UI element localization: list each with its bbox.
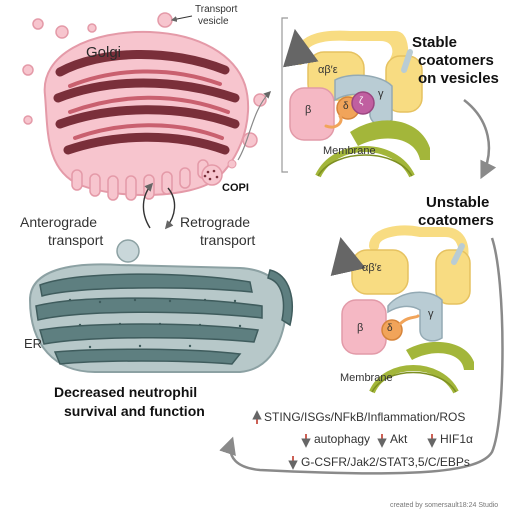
membrane-label-top: Membrane xyxy=(323,145,376,157)
unstable-coatomer-complex xyxy=(330,225,474,394)
outcome-label-line1: Decreased neutrophil xyxy=(54,384,198,400)
effect-autophagy: autophagy xyxy=(314,432,371,446)
anterograde-label-line2: transport xyxy=(48,232,104,248)
retrograde-label-line1: Retrograde xyxy=(180,214,251,230)
anterograde-label-line1: Anterograde xyxy=(20,214,98,230)
subunit-alpha-beta-eps-top: αβ′ε xyxy=(318,64,338,76)
effect-line-gcsfr: G-CSFR/Jak2/STAT3,5/C/EBPs xyxy=(301,455,470,469)
outcome-label-line2: survival and function xyxy=(64,403,205,419)
golgi-label: Golgi xyxy=(86,44,122,61)
transport-vesicle-pointer xyxy=(170,15,193,23)
effect-line-sting: STING/ISGs/NFkB/Inflammation/ROS xyxy=(264,410,466,424)
effect-hif1a: HIF1α xyxy=(440,432,473,446)
subunit-delta-bottom: δ xyxy=(387,323,393,334)
unstable-label-line2: coatomers xyxy=(418,212,494,229)
credit-text: created by somersault18:24 Studio xyxy=(390,502,499,509)
effect-akt: Akt xyxy=(390,432,408,446)
destabilization-arrow xyxy=(463,99,497,180)
subunit-beta-top: β xyxy=(305,104,312,116)
stable-label-line2: coatomers xyxy=(418,52,494,69)
stable-coatomer-complex xyxy=(282,28,430,178)
endoplasmic-reticulum xyxy=(28,239,293,373)
stable-label-line3: on vesicles xyxy=(418,70,499,87)
subunit-gamma-bottom: γ xyxy=(428,308,434,320)
transport-vesicle-label-line1: Transport xyxy=(195,4,238,15)
retrograde-label-line2: transport xyxy=(200,232,256,248)
effect-arrows xyxy=(252,410,437,470)
retrograde-arrow xyxy=(164,187,176,230)
stable-label-line1: Stable xyxy=(412,34,458,51)
subunit-gamma-top: γ xyxy=(378,88,384,100)
zoom-bracket xyxy=(281,17,288,173)
subunit-alpha-beta-eps-bottom: αβ′ε xyxy=(362,262,382,274)
membrane-label-bottom: Membrane xyxy=(340,372,393,384)
anterograde-arrow xyxy=(142,182,154,229)
subunit-zeta-top: ζ xyxy=(359,96,364,107)
outcome-arrow xyxy=(219,237,504,475)
subunit-beta-bottom: β xyxy=(357,322,364,334)
copi-label: COPI xyxy=(222,182,249,194)
unstable-label-line1: Unstable xyxy=(426,194,490,211)
golgi-apparatus xyxy=(22,12,267,201)
transport-vesicle-label-line2: vesicle xyxy=(198,16,229,27)
copi-zoom-arrow xyxy=(237,90,272,161)
subunit-delta-top: δ xyxy=(343,101,349,112)
er-label: ER xyxy=(24,336,43,351)
